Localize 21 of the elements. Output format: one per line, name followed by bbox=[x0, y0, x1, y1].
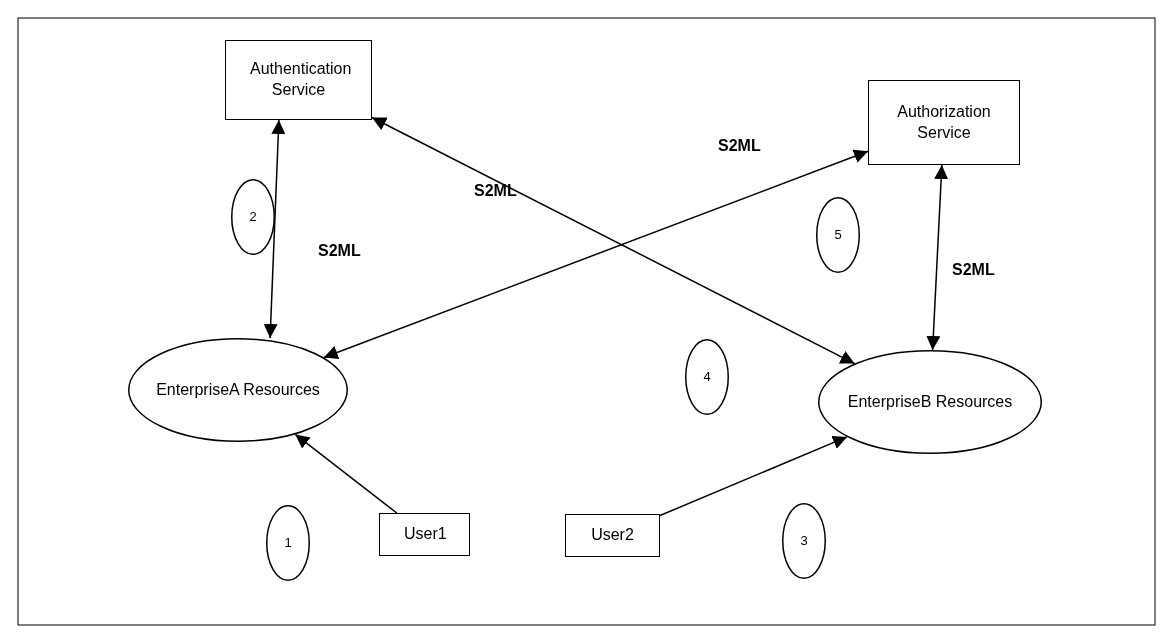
arrow bbox=[926, 164, 949, 351]
step-number-ellipse: 1 bbox=[266, 505, 310, 581]
arrow bbox=[371, 116, 856, 365]
resource-ellipse: EnterpriseA Resources bbox=[128, 338, 348, 442]
arrow bbox=[294, 433, 398, 514]
edge-label: S2ML bbox=[318, 242, 361, 260]
resource-ellipse: EnterpriseB Resources bbox=[818, 350, 1042, 454]
edge-label: S2ML bbox=[474, 182, 517, 200]
edge-label: S2ML bbox=[952, 261, 995, 279]
service-box: Authorization Service bbox=[868, 80, 1020, 165]
edge-label: S2ML bbox=[718, 137, 761, 155]
arrow bbox=[263, 119, 286, 339]
user-box: User2 bbox=[565, 514, 660, 557]
step-number-ellipse: 4 bbox=[685, 339, 729, 415]
arrow bbox=[659, 435, 848, 517]
step-number-ellipse: 3 bbox=[782, 503, 826, 579]
step-number-ellipse: 2 bbox=[231, 179, 275, 255]
step-number-ellipse: 5 bbox=[816, 197, 860, 273]
service-box: Authentication Service bbox=[225, 40, 372, 120]
user-box: User1 bbox=[379, 513, 470, 556]
arrow bbox=[323, 149, 869, 360]
